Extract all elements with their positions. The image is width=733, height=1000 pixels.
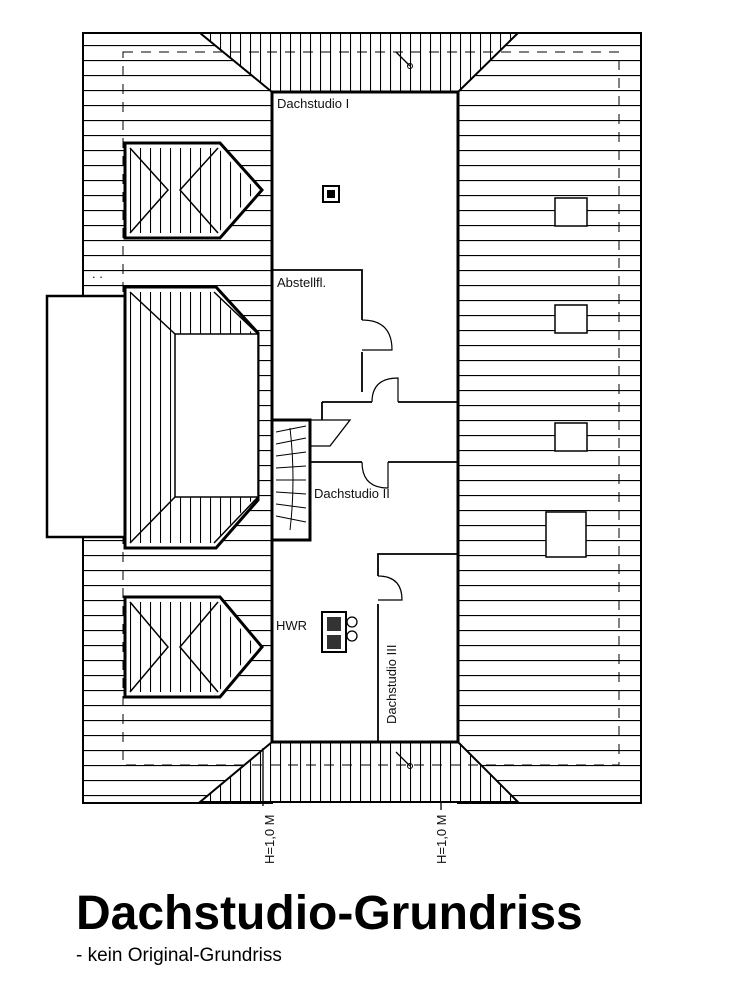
gable-arrow-top: [395, 51, 411, 67]
skylight-2: [554, 304, 588, 334]
chimney-hwr: [321, 611, 358, 653]
label-dachstudio-1: Dachstudio I: [277, 96, 349, 111]
middle-walls: [310, 402, 458, 489]
chimney-upper: [322, 185, 340, 203]
height-marker-left: H=1,0 M: [262, 748, 277, 864]
staircase: [270, 418, 352, 542]
gable-arrow-bottom-head: [407, 763, 413, 769]
door-swing-studio3: [377, 575, 403, 601]
dormer-middle: [45, 285, 260, 550]
roof-right: [457, 32, 642, 804]
gable-arrow-bottom: [395, 751, 411, 767]
door-swing-studio2: [361, 461, 389, 489]
gable-bottom: [197, 741, 521, 803]
height-label-right: H=1,0 M: [434, 815, 449, 865]
dormer-upper: [123, 141, 265, 240]
gable-top: [197, 32, 521, 93]
label-hwr: HWR: [276, 618, 307, 633]
storage-walls: [272, 269, 458, 403]
skylight-1: [554, 197, 588, 227]
page-subtitle: - kein Original-Grundriss: [76, 945, 282, 966]
label-dachstudio-3: Dachstudio III: [384, 645, 399, 725]
lower-walls: [377, 553, 458, 742]
door-swing-storage: [361, 319, 393, 351]
gable-arrow-top-head: [407, 63, 413, 69]
studio-floor: [270, 90, 460, 744]
label-abstellflaeche: Abstellfl.: [277, 275, 326, 290]
page-title: Dachstudio-Grundriss: [76, 887, 583, 940]
dormer-lower: [123, 595, 264, 699]
skylight-4: [545, 511, 587, 558]
skylight-3: [554, 422, 588, 452]
height-label-left: H=1,0 M: [262, 815, 277, 865]
label-dachstudio-2: Dachstudio II: [314, 486, 390, 501]
roof-dots: . .: [92, 266, 103, 281]
height-marker-right: H=1,0 M: [434, 802, 449, 864]
door-swing-upper: [371, 377, 399, 403]
